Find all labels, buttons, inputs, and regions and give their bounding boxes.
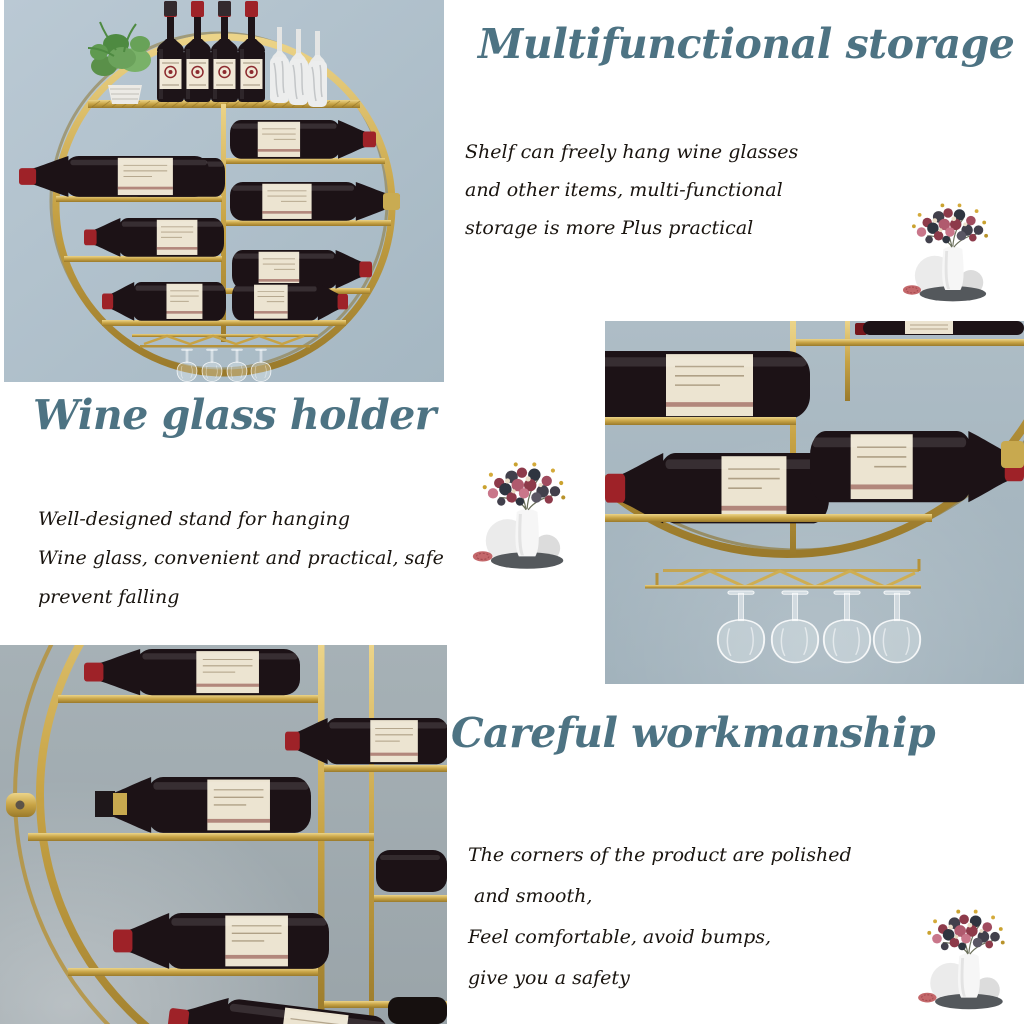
glass-hanger-rail [132, 334, 318, 348]
photo-wine-rack-glass-holder [605, 321, 1024, 684]
heading-wine-glass-holder: Wine glass holder [33, 391, 436, 439]
flower-vase-decor [460, 452, 588, 576]
paragraph-careful-workmanship: The corners of the product are polished … [468, 835, 852, 999]
heading-careful-workmanship: Careful workmanship [451, 709, 936, 757]
paragraph-multifunctional-storage: Shelf can freely hang wine glasses and o… [465, 133, 798, 247]
shelf [605, 514, 932, 522]
paragraph-line: and other items, multi-functional [465, 179, 783, 201]
shelf [605, 417, 796, 425]
center-divider [221, 104, 226, 342]
glass-hanger-rail [645, 559, 921, 589]
paragraph-line: give you a safety [468, 967, 630, 989]
paragraph-line: prevent falling [38, 586, 180, 608]
potted-plant [87, 21, 151, 104]
paragraph-line: storage is more Plus practical [465, 217, 754, 239]
paragraph-line: Well-designed stand for hanging [38, 508, 351, 530]
upper-partial-bottle [855, 321, 1024, 335]
flower-vase-decor [886, 194, 1014, 308]
shelves [28, 695, 447, 1008]
lying-wine-bottles [83, 648, 447, 1024]
paragraph-line: The corners of the product are polished [468, 844, 852, 866]
left-shelves [56, 196, 346, 326]
photo-wine-rack-full [4, 0, 444, 382]
paragraph-line: Feel comfortable, avoid bumps, [468, 926, 772, 948]
center-divider [790, 321, 796, 556]
paragraph-line: Shelf can freely hang wine glasses [465, 141, 799, 163]
paragraph-wine-glass-holder: Well-designed stand for hanging Wine gla… [38, 500, 444, 617]
mounting-tab [6, 793, 36, 817]
heading-multifunctional-storage: Multifunctional storage [478, 20, 1015, 68]
paragraph-line: and smooth, [468, 885, 593, 907]
standing-wine-bottles [156, 0, 328, 108]
gold-arc [605, 419, 1024, 558]
photo-wine-rack-closeup [0, 645, 447, 1024]
lying-wine-bottles [18, 119, 401, 322]
paragraph-line: Wine glass, convenient and practical, sa… [38, 547, 444, 569]
flower-vase-decor [908, 878, 1024, 1016]
shelf [796, 339, 1024, 346]
gold-arc [36, 645, 150, 1024]
lying-wine-bottles [605, 350, 1024, 525]
shelf-post [845, 321, 850, 401]
